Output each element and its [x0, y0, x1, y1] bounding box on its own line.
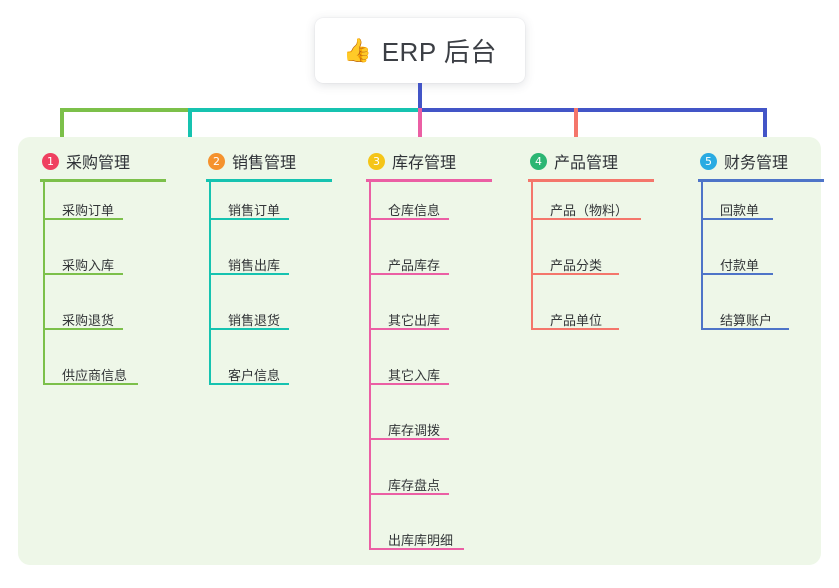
- column-title: 销售管理: [232, 155, 297, 172]
- column-title: 产品管理: [554, 155, 619, 172]
- segment-sales: [188, 108, 420, 112]
- leaf-label[interactable]: 供应商信息: [62, 368, 128, 383]
- leaf-label[interactable]: 销售退货: [228, 313, 281, 328]
- leaf-underline: [701, 328, 789, 330]
- leaf-underline: [531, 328, 619, 330]
- column-badge-5: 5: [700, 152, 717, 170]
- column-spine-product-management: [531, 181, 533, 330]
- column-underline-inventory-management: [366, 179, 492, 182]
- leaf-underline: [43, 383, 138, 385]
- column-spine-sales-management: [209, 181, 211, 385]
- column-title: 采购管理: [66, 155, 131, 172]
- leaf-label[interactable]: 采购退货: [62, 313, 115, 328]
- leaf-label[interactable]: 库存盘点: [388, 478, 441, 493]
- column-header-product-management[interactable]: 4 产品管理: [528, 143, 674, 179]
- leaf-label[interactable]: 出库库明细: [388, 533, 454, 548]
- leaf-underline: [369, 493, 449, 495]
- connector-drop-purchase-management: [60, 108, 64, 140]
- column-header-finance-management[interactable]: 5 财务管理: [698, 143, 839, 179]
- column-inventory-management: 3 库存管理仓库信息产品库存其它出库其它入库库存调拨库存盘点出库库明细: [366, 143, 512, 550]
- column-header-sales-management[interactable]: 2 销售管理: [206, 143, 352, 179]
- leaf-underline: [369, 328, 449, 330]
- column-purchase-management: 1 采购管理采购订单采购入库采购退货供应商信息: [40, 143, 186, 385]
- connector-drop-sales-management: [188, 108, 192, 140]
- thumbs-up-icon: 👍: [343, 37, 372, 63]
- leaf-underline: [369, 273, 449, 275]
- leaf-underline: [701, 218, 773, 220]
- leaf-label[interactable]: 产品分类: [550, 258, 603, 273]
- leaf-underline: [43, 273, 123, 275]
- leaf-label[interactable]: 库存调拨: [388, 423, 441, 438]
- leaf-underline: [531, 273, 619, 275]
- segment-finance: [418, 108, 763, 112]
- leaf-underline: [531, 218, 641, 220]
- leaf-underline: [209, 273, 289, 275]
- leaf-label[interactable]: 付款单: [720, 258, 760, 273]
- connector-drop-inventory-management: [418, 108, 422, 140]
- column-header-purchase-management[interactable]: 1 采购管理: [40, 143, 186, 179]
- column-badge-4: 4: [530, 152, 547, 170]
- leaf-underline: [369, 218, 449, 220]
- leaf-label[interactable]: 结算账户: [720, 313, 773, 328]
- column-finance-management: 5 财务管理回款单付款单结算账户: [698, 143, 839, 330]
- column-title: 财务管理: [724, 155, 789, 172]
- leaf-label[interactable]: 采购订单: [62, 203, 115, 218]
- leaf-label[interactable]: 产品（物料）: [550, 203, 629, 218]
- column-underline-finance-management: [698, 179, 824, 182]
- column-spine-purchase-management: [43, 181, 45, 385]
- leaf-underline: [209, 328, 289, 330]
- root-node[interactable]: 👍 ERP 后台: [315, 18, 525, 83]
- connector-drop-finance-management: [763, 108, 767, 140]
- leaf-label[interactable]: 产品库存: [388, 258, 441, 273]
- column-spine-inventory-management: [369, 181, 371, 550]
- leaf-underline: [701, 273, 773, 275]
- leaf-label[interactable]: 回款单: [720, 203, 760, 218]
- column-sales-management: 2 销售管理销售订单销售出库销售退货客户信息: [206, 143, 352, 385]
- segment-purchase: [60, 108, 190, 112]
- root-title: ERP 后台: [381, 37, 497, 67]
- column-spine-finance-management: [701, 181, 703, 330]
- leaf-label[interactable]: 客户信息: [228, 368, 281, 383]
- leaf-label[interactable]: 其它出库: [388, 313, 441, 328]
- column-underline-purchase-management: [40, 179, 166, 182]
- leaf-underline: [369, 438, 449, 440]
- leaf-underline: [369, 383, 449, 385]
- column-product-management: 4 产品管理产品（物料） 产品分类产品单位: [528, 143, 674, 330]
- column-title: 库存管理: [392, 155, 457, 172]
- leaf-label[interactable]: 销售出库: [228, 258, 281, 273]
- root-connector-stem: [418, 83, 422, 110]
- leaf-label[interactable]: 销售订单: [228, 203, 281, 218]
- leaf-underline: [43, 328, 123, 330]
- column-badge-2: 2: [208, 152, 225, 170]
- column-badge-1: 1: [42, 152, 59, 170]
- column-badge-3: 3: [368, 152, 385, 170]
- leaf-underline: [43, 218, 123, 220]
- column-underline-product-management: [528, 179, 654, 182]
- leaf-underline: [209, 218, 289, 220]
- leaf-label[interactable]: 仓库信息: [388, 203, 441, 218]
- column-header-inventory-management[interactable]: 3 库存管理: [366, 143, 512, 179]
- leaf-label[interactable]: 采购入库: [62, 258, 115, 273]
- leaf-underline: [369, 548, 464, 550]
- leaf-label[interactable]: 产品单位: [550, 313, 603, 328]
- leaf-underline: [209, 383, 289, 385]
- column-underline-sales-management: [206, 179, 332, 182]
- connector-drop-product-management: [574, 108, 578, 140]
- mindmap-panel: 1 采购管理采购订单采购入库采购退货供应商信息 2 销售管理销售订单销售出库销售退货客…: [18, 137, 824, 565]
- leaf-label[interactable]: 其它入库: [388, 368, 441, 383]
